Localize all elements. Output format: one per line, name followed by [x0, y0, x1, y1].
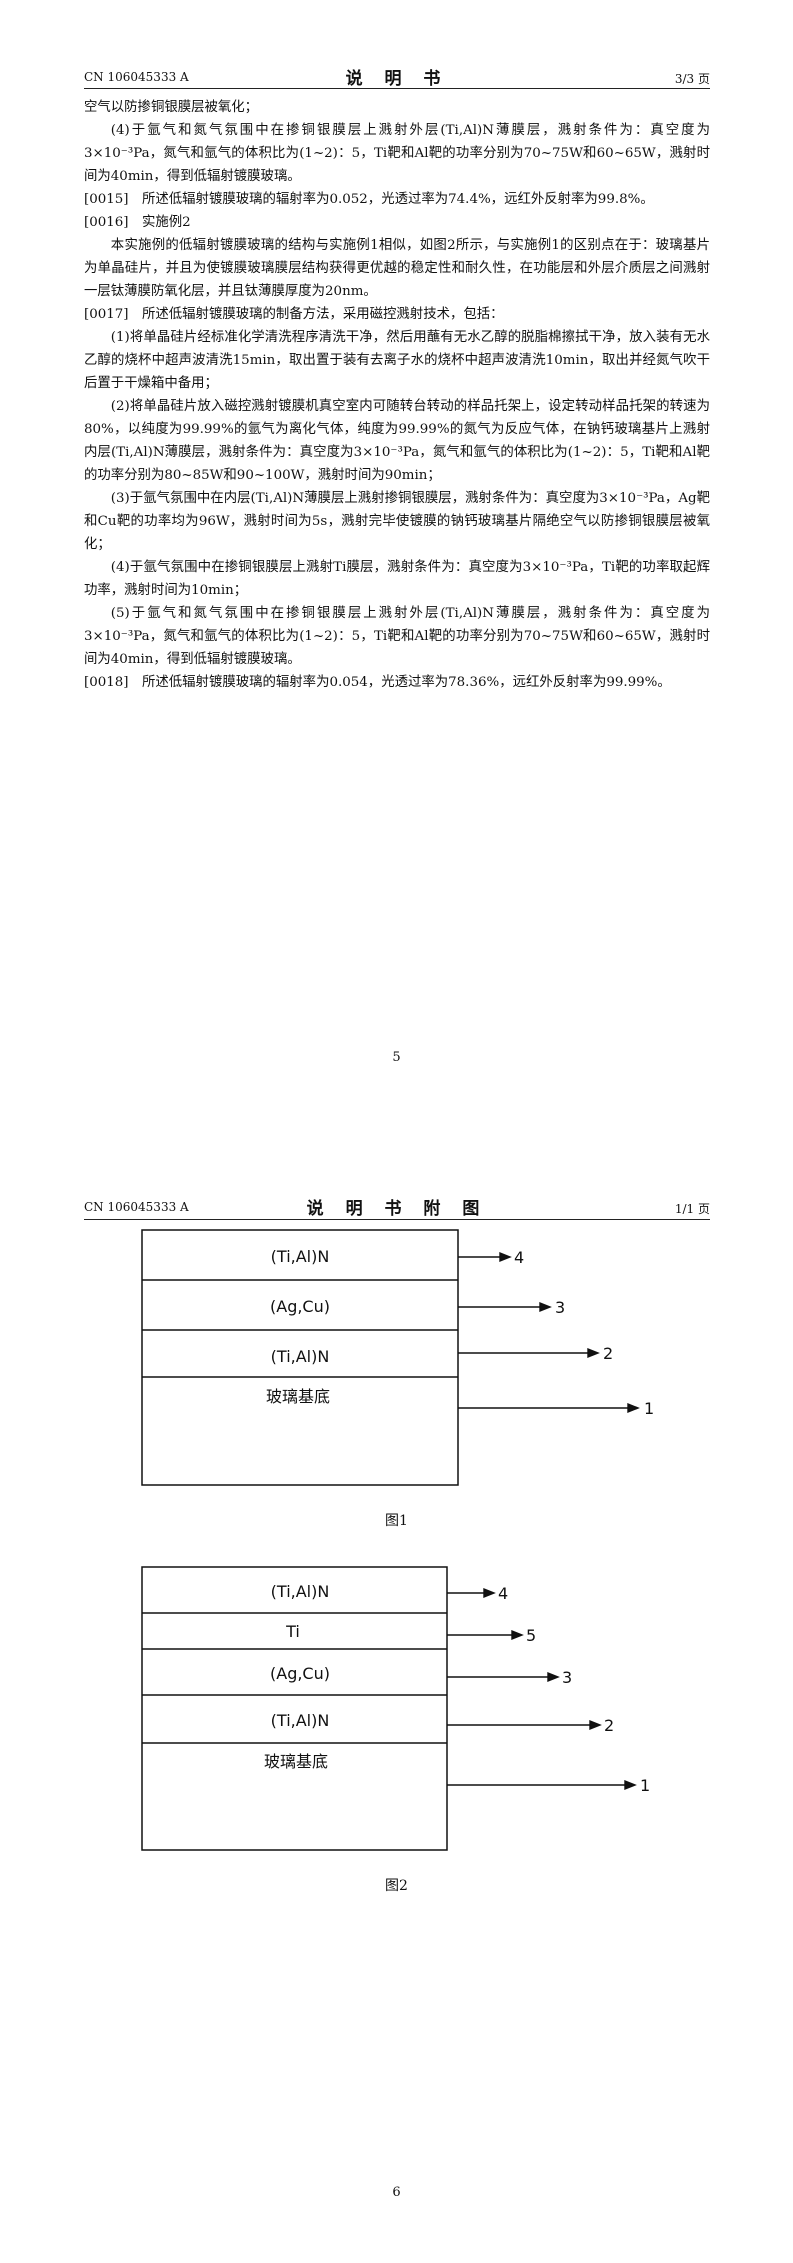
description-body: 空气以防掺铜银膜层被氧化； (4)于氩气和氮气氛围中在掺铜银膜层上溅射外层(Ti… — [84, 96, 710, 694]
figure-2-caption: 图2 — [385, 1878, 408, 1894]
page-number: 6 — [392, 2185, 401, 2200]
para-id: [0017] — [84, 307, 129, 322]
layer-label-inner: (Ti,Al)N — [271, 1347, 330, 1366]
page-header-2: CN 106045333 A 说 明 书 附 图 1/1 页 — [84, 1194, 710, 1219]
layer-stack-outline — [141, 1566, 448, 1851]
layer-label-outer: (Ti,Al)N — [271, 1247, 330, 1266]
layer-stack-outline — [141, 1229, 459, 1486]
para-id: [0016] — [84, 215, 129, 230]
arrow-head — [499, 1251, 512, 1263]
ref-number: 2 — [604, 1716, 614, 1735]
step-4: (4)于氩气和氮气氛围中在掺铜银膜层上溅射外层(Ti,Al)N薄膜层，溅射条件为… — [84, 123, 710, 184]
layer-label-substrate: 玻璃基底 — [264, 1752, 328, 1771]
page-title: 说 明 书 — [345, 69, 449, 89]
arrow-head — [587, 1347, 600, 1359]
arrow-head — [547, 1671, 560, 1683]
page-number: 5 — [392, 1050, 401, 1065]
paragraph-0016: [0016] 实施例2 — [84, 211, 710, 234]
para-id: [0018] — [84, 675, 129, 690]
page-count: 3/3 页 — [674, 72, 710, 86]
figure-2-diagram: (Ti,Al)N Ti (Ag,Cu) (Ti,Al)N 玻璃基底 4 5 3 … — [141, 1566, 650, 1851]
page-count: 1/1 页 — [674, 1202, 710, 1216]
arrow-head — [624, 1779, 637, 1791]
step-5: (5)于氩气和氮气氛围中在掺铜银膜层上溅射外层(Ti,Al)N薄膜层，溅射条件为… — [84, 606, 710, 667]
step-1: (1)将单晶硅片经标准化学清洗程序清洗干净，然后用蘸有无水乙醇的脱脂棉擦拭干净，… — [84, 330, 710, 391]
layer-label-functional: (Ag,Cu) — [270, 1297, 330, 1316]
header-rule — [84, 1219, 710, 1220]
ref-number: 4 — [498, 1584, 508, 1603]
ref-number: 2 — [603, 1344, 613, 1363]
page-title: 说 明 书 附 图 — [306, 1199, 488, 1219]
page-header: CN 106045333 A 说 明 书 3/3 页 — [84, 64, 710, 89]
ref-number: 4 — [514, 1248, 524, 1267]
patent-number: CN 106045333 A — [84, 1200, 189, 1214]
paragraph-line: 空气以防掺铜银膜层被氧化； — [84, 100, 259, 115]
figure-1-caption: 图1 — [385, 1513, 408, 1529]
ref-number: 1 — [644, 1399, 654, 1418]
layer-label-ti: Ti — [285, 1622, 300, 1641]
para-id: [0015] — [84, 192, 129, 207]
figure-1-diagram: (Ti,Al)N (Ag,Cu) (Ti,Al)N 玻璃基底 4 3 2 1 — [141, 1229, 654, 1486]
ref-number: 3 — [562, 1668, 572, 1687]
step-4b: (4)于氩气氛围中在掺铜银膜层上溅射Ti膜层，溅射条件为：真空度为3×10⁻³P… — [84, 560, 710, 598]
arrow-head — [539, 1301, 552, 1313]
paragraph-0018: [0018]所述低辐射镀膜玻璃的辐射率为0.054，光透过率为78.36%，远红… — [84, 671, 710, 694]
document-page-1: CN 106045333 A 说 明 书 3/3 页 空气以防掺铜银膜层被氧化；… — [0, 0, 793, 1130]
ref-number: 3 — [555, 1298, 565, 1317]
arrow-head — [589, 1719, 602, 1731]
example-title: 实施例2 — [142, 215, 191, 230]
arrow-head — [511, 1629, 524, 1641]
example-2-description: 本实施例的低辐射镀膜玻璃的结构与实施例1相似，如图2所示，与实施例1的区别点在于… — [84, 238, 710, 299]
paragraph-0015: [0015]所述低辐射镀膜玻璃的辐射率为0.052，光透过率为74.4%，远红外… — [84, 188, 710, 211]
layer-label-inner: (Ti,Al)N — [271, 1711, 330, 1730]
layer-label-outer: (Ti,Al)N — [271, 1582, 330, 1601]
step-3: (3)于氩气氛围中在内层(Ti,Al)N薄膜层上溅射掺铜银膜层，溅射条件为：真空… — [84, 491, 710, 552]
layer-label-functional: (Ag,Cu) — [270, 1664, 330, 1683]
paragraph-0017: [0017]所述低辐射镀膜玻璃的制备方法，采用磁控溅射技术，包括： — [84, 303, 710, 326]
layer-label-substrate: 玻璃基底 — [266, 1387, 330, 1406]
ref-number: 1 — [640, 1776, 650, 1795]
patent-number: CN 106045333 A — [84, 70, 189, 84]
ref-number: 5 — [526, 1626, 536, 1645]
arrow-head — [627, 1402, 640, 1414]
arrow-head — [483, 1587, 496, 1599]
step-2: (2)将单晶硅片放入磁控溅射镀膜机真空室内可随转台转动的样品托架上，设定转动样品… — [84, 399, 710, 483]
header-rule — [84, 88, 710, 89]
